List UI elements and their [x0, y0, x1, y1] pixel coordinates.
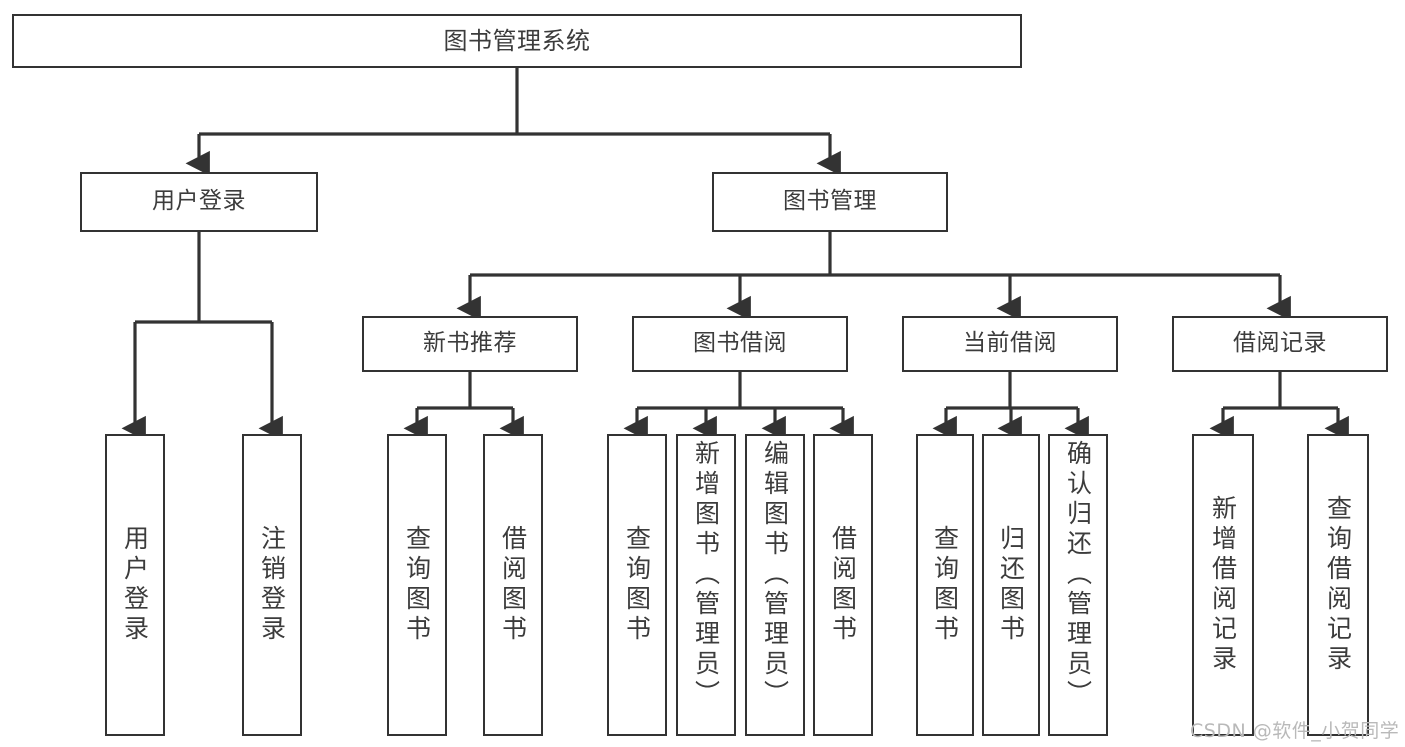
node-leaf-edit-book-admin-label: 编辑图书（管理员） [760, 440, 790, 710]
node-book-borrow[interactable]: 图书借阅 [632, 316, 848, 372]
node-leaf-logout[interactable]: 注销登录 [242, 434, 302, 736]
node-user-login-label: 用户登录 [152, 188, 246, 215]
node-new-book-recommend[interactable]: 新书推荐 [362, 316, 578, 372]
node-new-book-recommend-label: 新书推荐 [423, 330, 517, 357]
node-leaf-query-book-current[interactable]: 查询图书 [916, 434, 974, 736]
node-leaf-user-login-label: 用户登录 [120, 525, 150, 645]
node-book-management[interactable]: 图书管理 [712, 172, 948, 232]
node-leaf-borrow-book[interactable]: 借阅图书 [813, 434, 873, 736]
node-leaf-borrow-book-recommend-label: 借阅图书 [498, 525, 528, 645]
node-leaf-user-login[interactable]: 用户登录 [105, 434, 165, 736]
node-leaf-add-book-admin[interactable]: 新增图书（管理员） [676, 434, 736, 736]
node-book-management-label: 图书管理 [783, 188, 877, 215]
node-leaf-add-borrow-record-label: 新增借阅记录 [1208, 495, 1238, 675]
node-leaf-add-book-admin-label: 新增图书（管理员） [691, 440, 721, 710]
node-leaf-borrow-book-label: 借阅图书 [828, 525, 858, 645]
node-leaf-query-book-recommend[interactable]: 查询图书 [387, 434, 447, 736]
node-leaf-return-book[interactable]: 归还图书 [982, 434, 1040, 736]
csdn-watermark: CSDN @软件_小贺同学 [1190, 720, 1400, 742]
node-leaf-query-book-current-label: 查询图书 [930, 525, 960, 645]
node-leaf-return-book-label: 归还图书 [996, 525, 1026, 645]
node-borrow-record-label: 借阅记录 [1233, 330, 1327, 357]
node-leaf-query-borrow-record[interactable]: 查询借阅记录 [1307, 434, 1369, 736]
node-current-borrow[interactable]: 当前借阅 [902, 316, 1118, 372]
node-leaf-add-borrow-record[interactable]: 新增借阅记录 [1192, 434, 1254, 736]
node-root-book-management-system[interactable]: 图书管理系统 [12, 14, 1022, 68]
node-root-label: 图书管理系统 [443, 26, 591, 55]
node-leaf-confirm-return-admin[interactable]: 确认归还（管理员） [1048, 434, 1108, 736]
node-leaf-logout-label: 注销登录 [257, 525, 287, 645]
node-book-borrow-label: 图书借阅 [693, 330, 787, 357]
node-borrow-record[interactable]: 借阅记录 [1172, 316, 1388, 372]
node-current-borrow-label: 当前借阅 [963, 330, 1057, 357]
node-leaf-borrow-book-recommend[interactable]: 借阅图书 [483, 434, 543, 736]
node-leaf-query-book-borrow[interactable]: 查询图书 [607, 434, 667, 736]
node-user-login[interactable]: 用户登录 [80, 172, 318, 232]
node-leaf-confirm-return-admin-label: 确认归还（管理员） [1063, 440, 1093, 710]
node-leaf-edit-book-admin[interactable]: 编辑图书（管理员） [745, 434, 805, 736]
node-leaf-query-book-recommend-label: 查询图书 [402, 525, 432, 645]
node-leaf-query-book-borrow-label: 查询图书 [622, 525, 652, 645]
node-leaf-query-borrow-record-label: 查询借阅记录 [1323, 495, 1353, 675]
